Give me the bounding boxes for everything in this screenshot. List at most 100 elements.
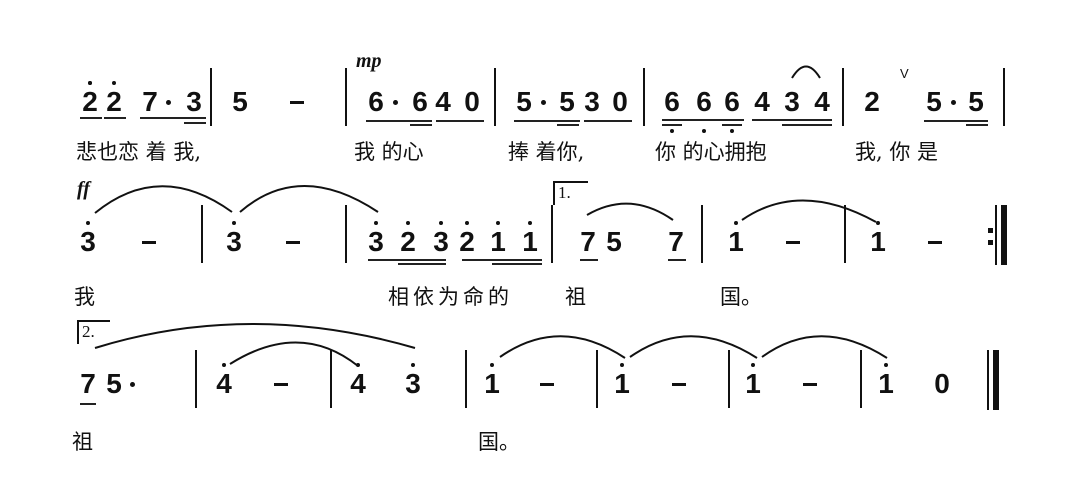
note: 4 [814,86,830,117]
lyric: 相依为命的 [388,285,513,309]
underline [140,117,206,119]
octave-dot [411,363,415,367]
lyric: 祖 [565,285,586,309]
lyric: 祖 [72,430,93,454]
dash [928,241,942,244]
octave-dot [88,81,92,85]
underline [80,403,96,405]
underline [722,124,742,126]
note: 4 [754,86,770,117]
lyric: 我, 你 是 [855,140,939,164]
dash [142,241,156,244]
note: 1 [745,368,761,399]
repeat-bar-thick [1001,205,1007,265]
note: 3 [584,86,600,117]
bar-line [728,350,730,408]
note: 7 [580,226,596,257]
note: 5 [606,226,622,257]
dynamic-mp: mp [356,50,382,72]
underline [584,120,632,122]
underline [398,263,446,265]
bar-line [345,205,347,263]
note: 3 [80,226,96,257]
augmentation-dot [393,100,398,105]
note: 0 [934,368,950,399]
underline [782,124,832,126]
note: 2 [459,226,475,257]
low-octave-dot [670,129,674,133]
bar-line [1003,68,1005,126]
note: 5 [516,86,532,117]
note: 1 [484,368,500,399]
underline [80,117,102,119]
augmentation-dot [951,100,956,105]
octave-dot [884,363,888,367]
octave-dot [876,221,880,225]
note: 0 [464,86,480,117]
augmentation-dot [541,100,546,105]
note: 1 [870,226,886,257]
octave-dot [528,221,532,225]
bar-line [345,68,347,126]
underline [462,259,542,261]
note: 0 [612,86,628,117]
lyric: 我 的心 [354,140,424,164]
dynamic-ff: ff [77,178,90,200]
octave-dot [465,221,469,225]
note: 6 [664,86,680,117]
dash [803,383,817,386]
breath-mark: V [900,66,909,81]
bar-line [551,205,553,263]
underline [662,124,682,126]
octave-dot [496,221,500,225]
underline [662,119,744,121]
underline [436,120,484,122]
octave-dot [620,363,624,367]
bar-line [465,350,467,408]
lyric: 悲也恋 着 我, [76,140,202,164]
dash [672,383,686,386]
final-bar-thick [993,350,999,410]
note: 5 [968,86,984,117]
note: 4 [350,368,366,399]
lyric: 国。 [720,285,762,309]
note: 3 [186,86,202,117]
octave-dot [751,363,755,367]
note: 4 [435,86,451,117]
bar-line [844,205,846,263]
bar-line [842,68,844,126]
underline [368,259,446,261]
bar-line [195,350,197,408]
note: 5 [559,86,575,117]
note: 6 [412,86,428,117]
augmentation-dot [166,100,171,105]
low-octave-dot [702,129,706,133]
repeat-bar-thin [995,205,997,265]
underline [104,117,126,119]
note: 1 [728,226,744,257]
note: 6 [696,86,712,117]
underline [966,124,988,126]
octave-dot [86,221,90,225]
underline [366,120,432,122]
lyric: 捧 着你, [508,140,585,164]
note: 1 [490,226,506,257]
note: 5 [232,86,248,117]
underline [410,124,432,126]
note: 2 [106,86,122,117]
note: 3 [405,368,421,399]
underline [184,122,206,124]
octave-dot [112,81,116,85]
bar-line [201,205,203,263]
octave-dot [406,221,410,225]
note: 3 [368,226,384,257]
lyric: 我 [74,285,95,309]
note: 2 [80,81,100,116]
octave-dot [356,363,360,367]
dash [540,383,554,386]
underline [580,259,598,261]
note: 2 [400,226,416,257]
octave-dot [439,221,443,225]
underline [924,120,988,122]
